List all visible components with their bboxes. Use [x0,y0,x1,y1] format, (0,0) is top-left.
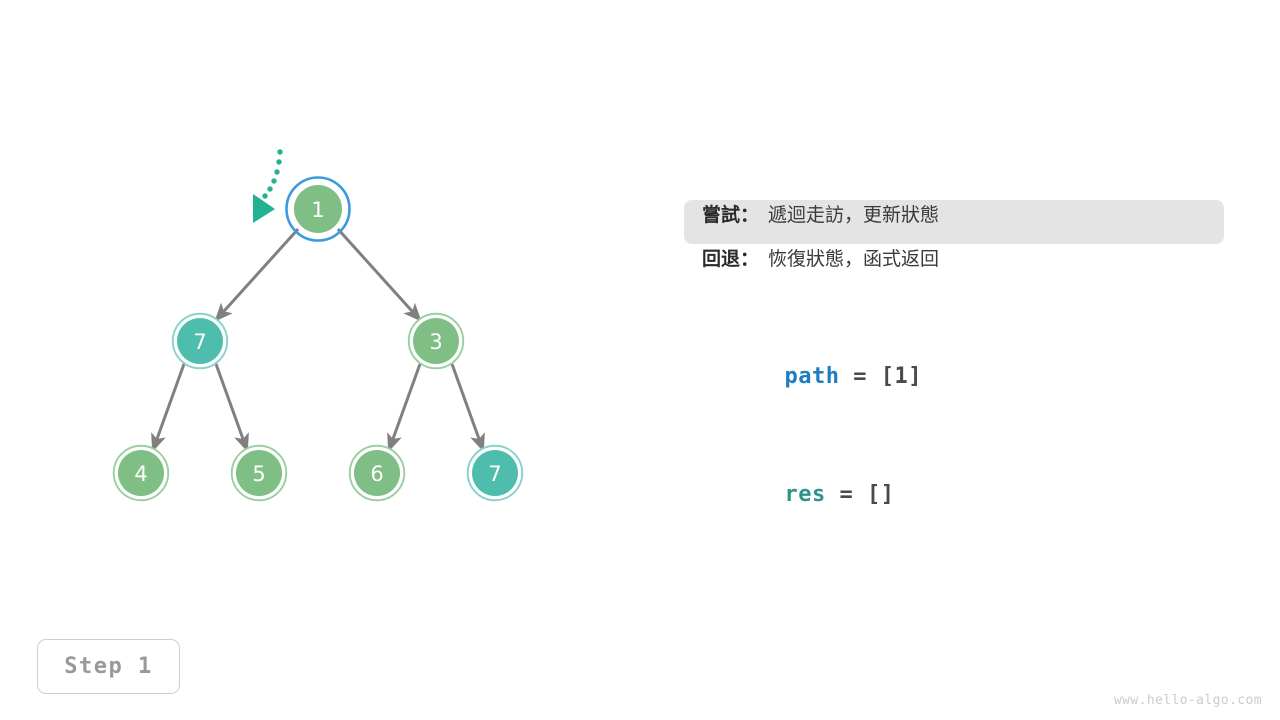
tree-node-7-left-inner-ring [173,314,227,368]
note-backtrack-value: 恢復狀態，函式返回 [768,248,940,270]
tree-node-6-label: 6 [370,462,383,486]
tree-node-7-left-fill [177,318,223,364]
tree-node-4[interactable]: 4 [112,444,170,502]
tree-node-5-fill [236,450,282,496]
pointer-arrowhead-icon [253,194,275,223]
tree-node-7-left[interactable]: 7 [171,312,229,370]
tree-node-3-fill [413,318,459,364]
pointer-trail-dot [271,178,277,184]
tree-node-7-right-fill [472,450,518,496]
tree-node-6-inner-ring [350,446,404,500]
pointer-trail-dot [274,169,280,175]
pointer-trail-dot [277,149,283,155]
tree-node-4-ring [112,444,170,502]
tree-node-1-ring [289,180,347,238]
tree-node-1-label: 1 [311,198,324,222]
tree-edge-1-3 [335,226,422,322]
tree-node-1[interactable]: 1 [285,176,351,242]
pointer-trail-dot [267,186,273,192]
tree-node-3-inner-ring [409,314,463,368]
tree-node-1-selection-ring [285,176,351,242]
code-operator-res: = [825,482,867,507]
tree-node-4-inner-ring [114,446,168,500]
code-value-res: [] [866,482,895,507]
tree-node-6-ring [348,444,406,502]
note-row-try: 嘗試： 遞迴走訪，更新狀態 [684,200,1224,244]
recursion-pointer-icon [253,149,283,223]
tree-node-5[interactable]: 5 [230,444,288,502]
code-variable-path: path [784,364,840,389]
tree-node-7-left-label: 7 [193,330,206,354]
watermark: www.hello-algo.com [1113,693,1262,708]
code-variable-res: res [784,482,826,507]
tree-node-7-right[interactable]: 7 [466,444,524,502]
step-badge-label: Step 1 [64,654,153,679]
code-line-path: path = [1] [684,326,1224,389]
tree-node-5-inner-ring [232,446,286,500]
tree-edge-1-7 [214,226,301,322]
code-operator-path: = [839,364,881,389]
note-backtrack-key: 回退： [702,248,760,270]
tree-edge-7-5 [214,363,249,453]
tree-edge-3-6 [387,363,422,453]
tree-node-3[interactable]: 3 [407,312,465,370]
step-badge: Step 1 [37,639,180,694]
note-row-backtrack: 回退： 恢復狀態，函式返回 [684,244,1224,288]
tree-node-1-fill [294,185,342,233]
tree-node-3-ring [407,312,465,370]
note-try-key: 嘗試： [702,204,760,226]
tree-node-7-right-inner-ring [468,446,522,500]
tree-node-7-right-label: 7 [488,462,501,486]
pointer-trail-dot [276,159,282,165]
pointer-trail-dot [262,193,268,199]
tree-node-4-fill [118,450,164,496]
code-line-res: res = [] [684,444,1224,507]
tree-node-5-ring [230,444,288,502]
tree-edges [151,226,485,453]
binary-tree-diagram: 1 7 3 4 5 [112,149,524,502]
tree-node-7-right-ring [466,444,524,502]
tree-node-6[interactable]: 6 [348,444,406,502]
code-value-path: [1] [880,364,922,389]
tree-node-3-label: 3 [429,330,442,354]
tree-edge-7-4 [151,363,186,453]
tree-edge-3-7 [450,363,485,453]
tree-node-4-label: 4 [134,462,147,486]
tree-node-6-fill [354,450,400,496]
tree-node-5-label: 5 [252,462,265,486]
tree-node-7-left-ring [171,312,229,370]
note-try-value: 遞迴走訪，更新狀態 [768,204,940,226]
info-panel: 嘗試： 遞迴走訪，更新狀態 回退： 恢復狀態，函式返回 path = [1] r… [684,200,1224,507]
